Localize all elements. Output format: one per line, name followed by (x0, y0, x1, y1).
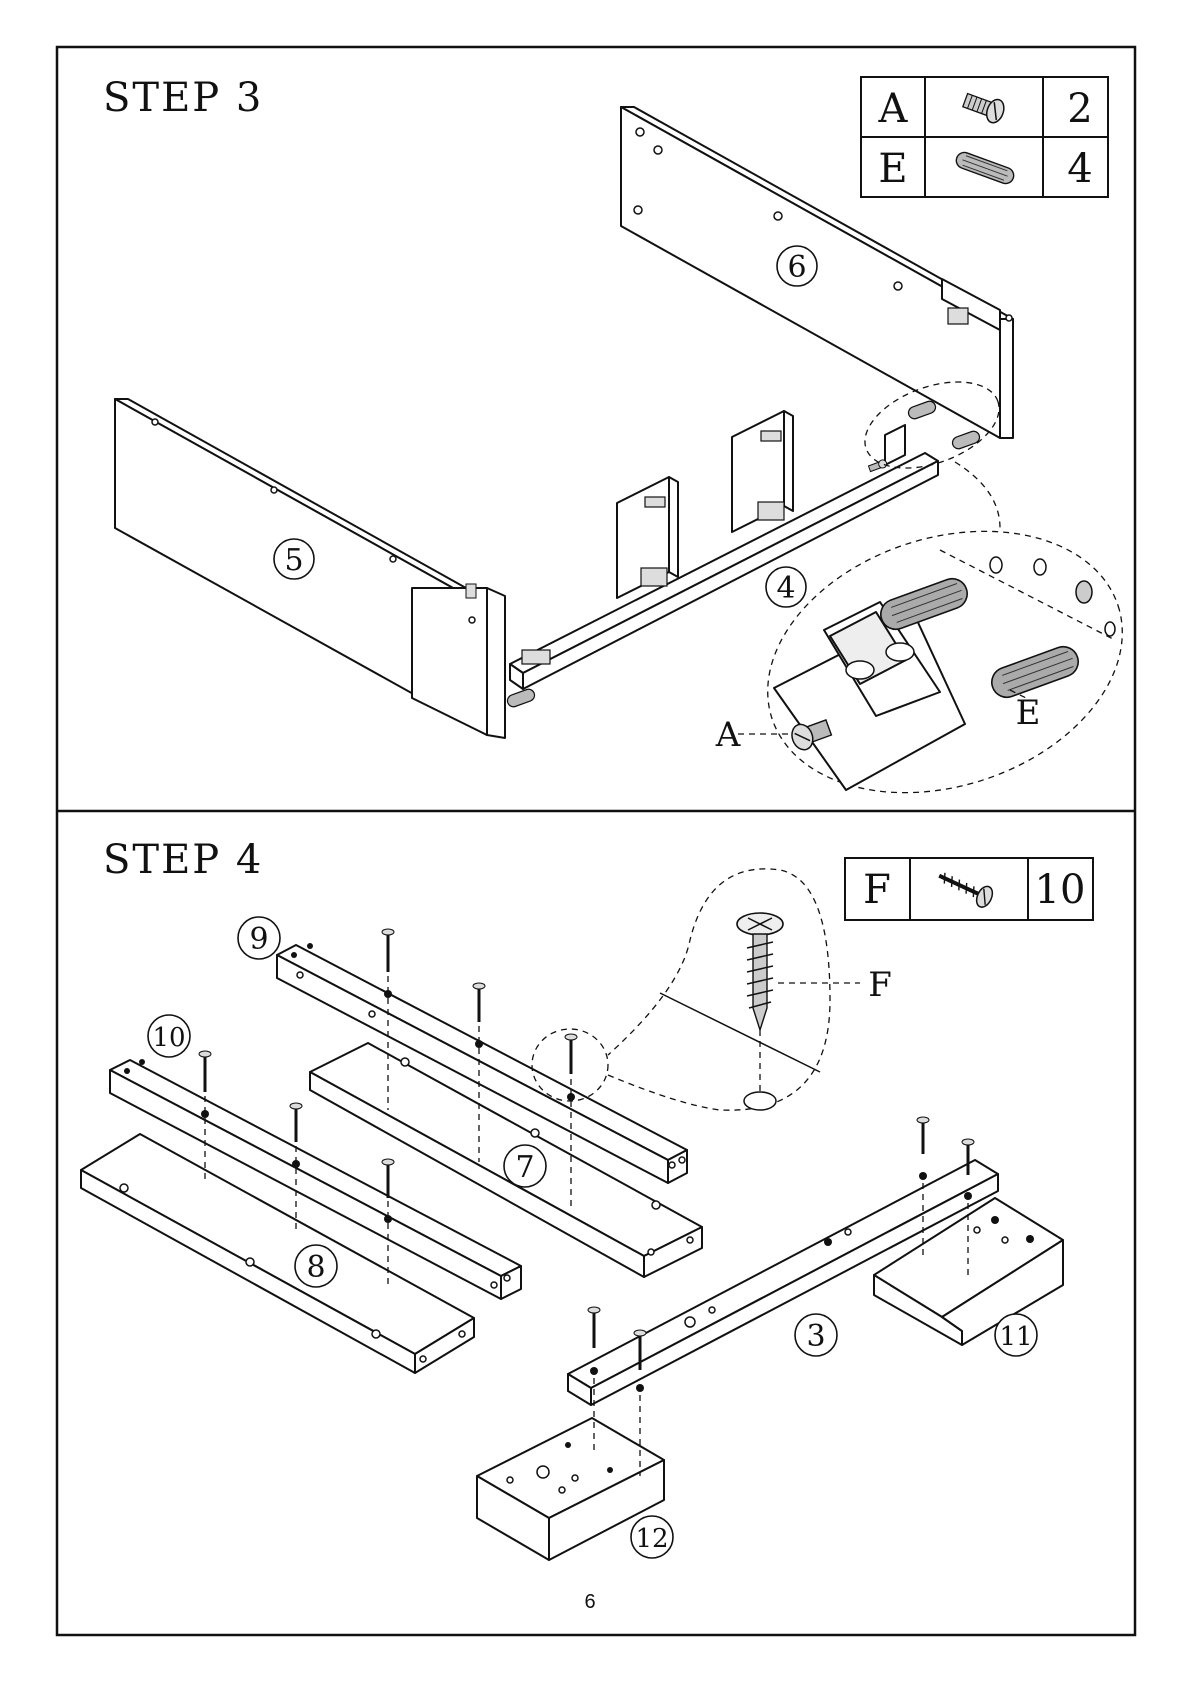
upright-panel-right (732, 411, 793, 532)
dowel-small-icon (506, 688, 536, 709)
step-3-hardware-table: A E 2 4 (861, 77, 1108, 197)
dowel-small-icon (951, 430, 981, 451)
callout-f: F (868, 965, 892, 1005)
detail-leader-line (955, 462, 1000, 528)
screw-small-icon (868, 459, 888, 473)
part-label-10: 10 (152, 1023, 185, 1053)
step-3-panel: STEP 3 A E 2 4 (103, 75, 1156, 836)
zoom-wood-screw (660, 913, 820, 1110)
hardware-code-e: E (878, 146, 907, 192)
part-label-8: 8 (306, 1250, 325, 1285)
page-number: 6 (584, 1591, 595, 1613)
screw-detail-zoom (608, 869, 830, 1110)
hardware-qty-f: 10 (1035, 867, 1086, 913)
step-3-title: STEP 3 (103, 75, 263, 121)
part-label-5: 5 (284, 543, 303, 578)
upright-panel-left (617, 477, 678, 598)
step-4-panel: STEP 4 F 10 9 (81, 837, 1093, 1560)
part-label-7: 7 (515, 1150, 534, 1185)
hardware-qty-e: 4 (1067, 146, 1092, 192)
callout-a: A (715, 715, 741, 755)
part-label-12: 12 (635, 1524, 668, 1554)
part-label-11: 11 (999, 1322, 1032, 1352)
part-label-3: 3 (806, 1319, 825, 1354)
part-label-9: 9 (249, 922, 268, 957)
part-label-4: 4 (776, 571, 795, 606)
dowel-small-icon (907, 400, 937, 421)
hardware-code-f: F (863, 867, 891, 913)
callout-e: E (1016, 693, 1041, 733)
step-4-hardware-table: F 10 (845, 858, 1093, 920)
hardware-code-a: A (878, 86, 909, 132)
step-4-title: STEP 4 (103, 837, 263, 883)
part-label-6: 6 (787, 250, 806, 285)
hardware-qty-a: 2 (1067, 86, 1092, 132)
zoom-dowel-upper (877, 575, 972, 634)
